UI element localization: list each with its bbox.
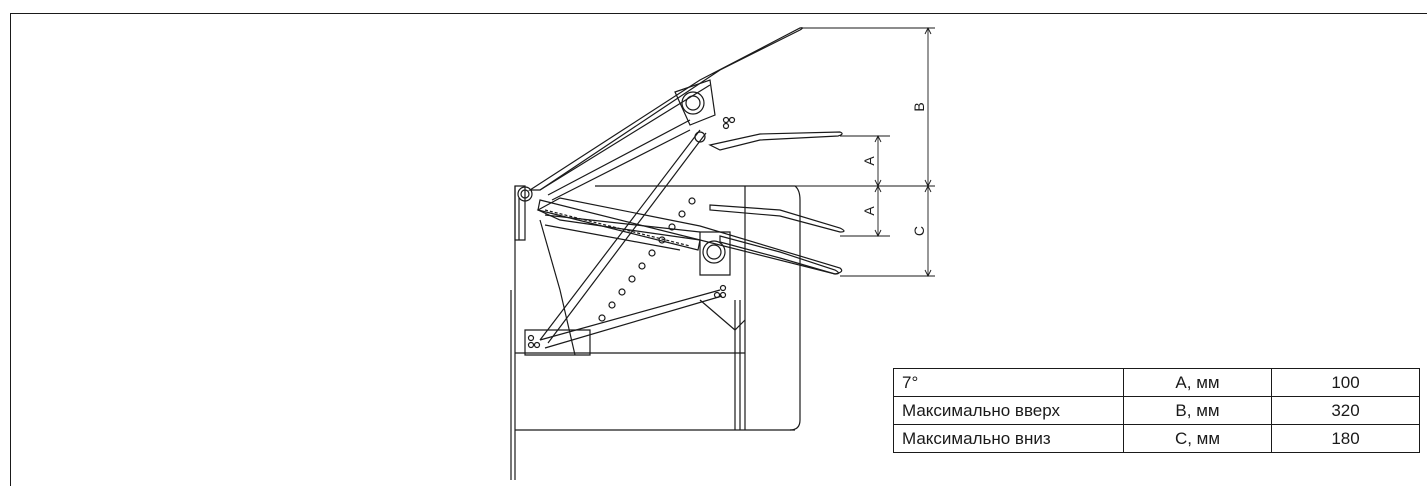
- table-row: Максимально вниз С, мм 180: [893, 424, 1420, 453]
- rear-hinge-post: [514, 185, 533, 290]
- dimension-label-b: B: [911, 102, 927, 111]
- specs-table: 7° А, мм 100 Максимально вверх В, мм 320…: [893, 368, 1420, 453]
- row-param: С, мм: [1123, 424, 1272, 453]
- table-row: 7° А, мм 100: [893, 368, 1420, 397]
- row-label: 7°: [893, 368, 1124, 397]
- dimension-label-a-lower: A: [861, 206, 877, 216]
- lower-linkage: [524, 116, 746, 356]
- drawing-frame: [10, 13, 1427, 486]
- safety-chain: [539, 129, 707, 344]
- dimension-lines: [745, 26, 935, 278]
- pit-body: [510, 185, 801, 480]
- hydraulic-cylinder: [537, 79, 731, 276]
- dimension-label-a-upper: A: [861, 156, 877, 166]
- row-value: 180: [1271, 424, 1420, 453]
- row-value: 100: [1271, 368, 1420, 397]
- row-label: Максимально вниз: [893, 424, 1124, 453]
- dimension-label-c: C: [911, 226, 927, 236]
- row-label: Максимально вверх: [893, 396, 1124, 425]
- row-param: В, мм: [1123, 396, 1272, 425]
- row-param: А, мм: [1123, 368, 1272, 397]
- table-row: Максимально вверх В, мм 320: [893, 396, 1420, 425]
- row-value: 320: [1271, 396, 1420, 425]
- lip-plates: [708, 131, 845, 275]
- dimension-labels: A A B C: [861, 102, 927, 236]
